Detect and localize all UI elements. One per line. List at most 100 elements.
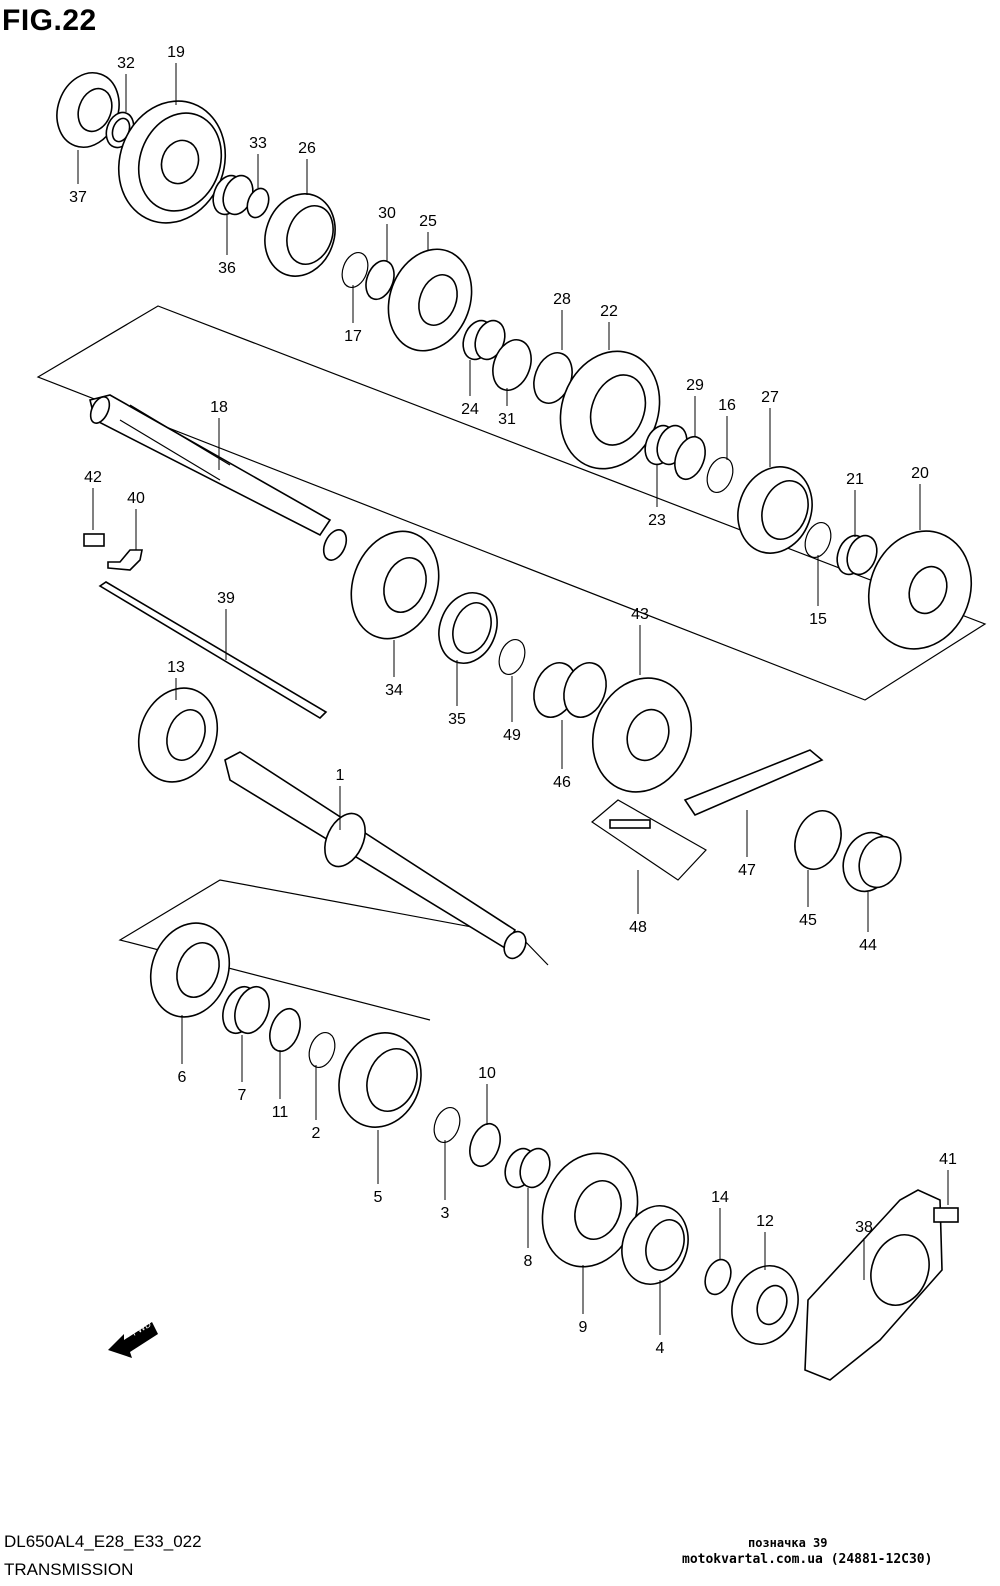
callout-36: 36 xyxy=(218,260,236,277)
pinion-gear-1-part xyxy=(224,751,527,960)
nut-44-part xyxy=(842,831,902,893)
callout-40: 40 xyxy=(127,490,145,507)
callout-16: 16 xyxy=(718,397,736,414)
bracket-40-part xyxy=(107,549,143,571)
watermark-line-1: позначка 39 xyxy=(748,1536,828,1550)
bearing-37-part xyxy=(56,72,120,148)
figure-title: FIG.22 xyxy=(2,4,97,37)
callout-41: 41 xyxy=(939,1151,957,1168)
bushing-7-part xyxy=(222,985,270,1035)
washer-29-part xyxy=(674,435,706,481)
spacer-46-part xyxy=(533,662,607,718)
bearing-8-part xyxy=(504,1147,551,1189)
gear-20-part xyxy=(867,530,973,650)
chain-joint-48-part xyxy=(591,799,707,881)
gear-6-part xyxy=(149,922,231,1018)
callout-33: 33 xyxy=(249,135,267,152)
shaft-18-part xyxy=(89,394,348,561)
callout-43: 43 xyxy=(631,606,649,623)
oil-seal-35-part xyxy=(438,592,498,664)
callout-31: 31 xyxy=(498,411,516,428)
sprocket-43-part xyxy=(591,677,693,793)
callout-32: 32 xyxy=(117,55,135,72)
bolt-41-part xyxy=(933,1207,959,1223)
bolt-42-part xyxy=(83,533,105,547)
bushing-36-part xyxy=(212,174,254,216)
callout-leaders xyxy=(77,63,949,1335)
drawing-code: DL650AL4_E28_E33_022 xyxy=(4,1532,202,1551)
callout-17: 17 xyxy=(344,328,362,345)
bearing-24-part xyxy=(462,319,506,361)
callout-45: 45 xyxy=(799,912,817,929)
callout-38: 38 xyxy=(855,1219,873,1236)
o-ring-49-part xyxy=(498,638,526,676)
circlip-3-part xyxy=(433,1106,461,1144)
chain-47-part xyxy=(683,749,824,816)
callout-44: 44 xyxy=(859,937,877,954)
callout-12: 12 xyxy=(756,1213,774,1230)
callout-1: 1 xyxy=(336,767,345,784)
gear-26-part xyxy=(264,193,336,277)
callout-39: 39 xyxy=(217,590,235,607)
callout-46: 46 xyxy=(553,774,571,791)
callout-14: 14 xyxy=(711,1189,729,1206)
washer-11-part xyxy=(269,1007,301,1053)
rod-39-part xyxy=(98,581,328,720)
callout-29: 29 xyxy=(686,377,704,394)
callout-9: 9 xyxy=(579,1319,588,1336)
callout-35: 35 xyxy=(448,711,466,728)
lock-washer-45-part xyxy=(794,810,842,870)
gear-19-part xyxy=(117,100,227,224)
callout-27: 27 xyxy=(761,389,779,406)
callout-49: 49 xyxy=(503,727,521,744)
watermark-line-2: motokvartal.com.ua (24881-12C30) xyxy=(682,1552,933,1567)
countershaft-group-outline xyxy=(36,305,987,701)
callout-2: 2 xyxy=(312,1125,321,1142)
callout-47: 47 xyxy=(738,862,756,879)
callout-21: 21 xyxy=(846,471,864,488)
gear-25-part xyxy=(387,248,473,352)
bearing-34-part xyxy=(350,530,440,640)
callout-34: 34 xyxy=(385,682,403,699)
washer-33-part xyxy=(246,187,270,219)
callout-25: 25 xyxy=(419,213,437,230)
callout-7: 7 xyxy=(238,1087,247,1104)
gear-22-part xyxy=(559,350,661,470)
callout-24: 24 xyxy=(461,401,479,418)
bearing-13-part xyxy=(137,687,219,783)
bearing-12-part xyxy=(731,1265,799,1345)
callout-37: 37 xyxy=(69,189,87,206)
circlip-15-part xyxy=(804,521,832,559)
callout-30: 30 xyxy=(378,205,396,222)
circlip-17-part xyxy=(341,251,369,289)
circlip-2-part xyxy=(308,1031,336,1069)
callout-42: 42 xyxy=(84,469,102,486)
washer-14-part xyxy=(704,1258,732,1296)
callout-11: 11 xyxy=(272,1104,289,1121)
callout-6: 6 xyxy=(178,1069,187,1086)
washer-10-part xyxy=(469,1122,501,1168)
driveshaft-group-outline xyxy=(118,879,521,1021)
fwd-arrow-icon: FWD xyxy=(108,1319,158,1358)
callout-15: 15 xyxy=(809,611,827,628)
gear-5-part xyxy=(338,1032,422,1128)
callout-18: 18 xyxy=(210,399,228,416)
callout-4: 4 xyxy=(656,1340,665,1357)
callout-23: 23 xyxy=(648,512,666,529)
callout-5: 5 xyxy=(374,1189,383,1206)
callout-8: 8 xyxy=(524,1253,533,1270)
circlip-16-part xyxy=(706,456,734,494)
gear-9-part xyxy=(541,1152,639,1268)
bushing-21-part xyxy=(836,534,878,576)
callout-3: 3 xyxy=(441,1205,450,1222)
lock-washer-31-part xyxy=(492,339,532,391)
callout-48: 48 xyxy=(629,919,647,936)
callout-22: 22 xyxy=(600,303,618,320)
drawing-name: TRANSMISSION xyxy=(4,1560,134,1579)
callout-labels: 1234567891011121314151617181920212223242… xyxy=(69,44,957,1357)
callout-19: 19 xyxy=(167,44,185,61)
gear-27-part xyxy=(737,466,813,554)
retainer-plate-38-part xyxy=(804,1189,943,1381)
callout-26: 26 xyxy=(298,140,316,157)
